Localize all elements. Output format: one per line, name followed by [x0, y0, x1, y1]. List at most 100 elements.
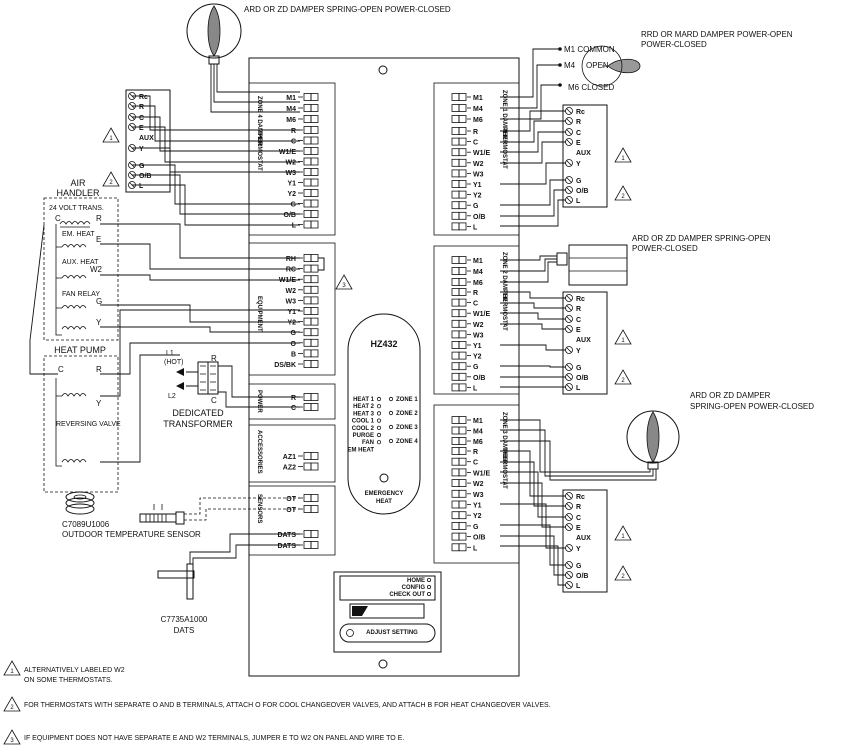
- zone3-tstat-terminal[interactable]: O/B: [451, 532, 485, 542]
- zone4-tstat-terminal[interactable]: W2: [286, 157, 319, 167]
- zone2-tstat-terminal[interactable]: C: [451, 298, 478, 308]
- zone1-tstat-terminal[interactable]: W3: [451, 169, 484, 179]
- zone3-damper-terminal[interactable]: M4: [451, 426, 483, 436]
- transformer-label-1: DEDICATED: [172, 408, 224, 418]
- zone1-damper-terminal[interactable]: M4: [451, 104, 483, 114]
- zone3-tstat-terminal[interactable]: W3: [451, 489, 484, 499]
- home-led: [426, 578, 431, 583]
- zone3-tstat-terminal-label: Y1: [473, 503, 482, 510]
- zone1-tstat-terminal[interactable]: Y1: [451, 180, 482, 190]
- zone2-section: [433, 245, 520, 395]
- zone2-tstat-terminal[interactable]: W2: [451, 319, 484, 329]
- zone2-damper-terminal[interactable]: M4: [451, 267, 483, 277]
- zone3-tstat-terminal[interactable]: Y2: [451, 511, 482, 521]
- equipment-terminal[interactable]: W2: [286, 285, 319, 295]
- zone3-tstat-terminal[interactable]: Y1: [451, 500, 482, 510]
- reversing-valve-coil: [61, 459, 87, 463]
- zone4-damper-label: ARD OR ZD DAMPER SPRING-OPEN POWER-CLOSE…: [244, 5, 451, 14]
- zone1-tstat-terminal[interactable]: W1/E: [451, 148, 490, 158]
- zone1-damper-terminal[interactable]: M6: [451, 115, 483, 125]
- zone1-tstat-terminal[interactable]: L: [451, 222, 478, 232]
- equipment-terminal[interactable]: B: [291, 349, 319, 359]
- zone3-damper-terminal[interactable]: M1: [451, 416, 483, 426]
- zone2-tstat-terminal[interactable]: Y1: [451, 341, 482, 351]
- zone3-tstat-terminal[interactable]: W2: [451, 479, 484, 489]
- zone1-damper-terminal[interactable]: M1: [451, 93, 483, 103]
- checkout-label: CHECK OUT: [389, 592, 425, 598]
- zone3-tstat-terminal[interactable]: C: [451, 457, 478, 467]
- zone4-damper-terminal[interactable]: M6: [286, 115, 319, 125]
- zone2-tstat-terminal[interactable]: W1/E: [451, 309, 490, 319]
- sensor-ot-terminal[interactable]: OT: [286, 494, 319, 504]
- ah-e-label: E: [96, 235, 101, 244]
- zone1-tstat-terminal-label: Y2: [473, 193, 482, 200]
- thermostat-terminal-label: R: [576, 504, 581, 511]
- zone3-tstat-terminal[interactable]: L: [451, 543, 478, 553]
- home-label: HOME: [407, 578, 425, 584]
- emergency-heat-button[interactable]: [379, 473, 389, 483]
- zone4-tstat-terminal[interactable]: L: [292, 220, 319, 230]
- zone1-tstat-terminal[interactable]: R: [451, 127, 478, 137]
- thermostat-terminal-label: R: [576, 119, 581, 126]
- adjust-setting-button[interactable]: [339, 623, 436, 643]
- zone-label: ZONE 2: [396, 411, 418, 417]
- power-terminal[interactable]: C: [291, 403, 319, 413]
- zone3-damper-label-1: ARD OR ZD DAMPER: [690, 391, 771, 400]
- svg-text:2: 2: [621, 378, 625, 384]
- zone4-tstat-terminal[interactable]: W3: [286, 168, 319, 178]
- zone4-tstat-terminal[interactable]: C: [291, 136, 319, 146]
- sensor-ot-terminal[interactable]: OT: [286, 505, 319, 515]
- zone3-tstat-terminal[interactable]: W1/E: [451, 468, 490, 478]
- accessory-terminal[interactable]: AZ1: [283, 452, 319, 462]
- status-led: [376, 432, 382, 438]
- zone1-tstat-terminal[interactable]: W2: [451, 158, 484, 168]
- status-led: [376, 396, 382, 402]
- rrd-label-2: POWER-CLOSED: [641, 40, 707, 49]
- zone3-tstat-terminal[interactable]: G: [451, 522, 479, 531]
- zone1-tstat-terminal[interactable]: Y2: [451, 190, 482, 200]
- zone2-tstat-terminal[interactable]: Y2: [451, 351, 482, 361]
- thermostat-terminal-label: Y: [139, 146, 144, 153]
- equipment-terminal[interactable]: W1/E: [279, 275, 319, 285]
- zone4-tstat-terminal-label: R: [291, 128, 296, 135]
- equipment-terminal[interactable]: W3: [286, 296, 319, 306]
- zone3-tstat-terminal-label: Y2: [473, 513, 482, 520]
- rrd-m4-label: M4: [564, 61, 576, 70]
- zone3-damper-terminal[interactable]: M6: [451, 437, 483, 447]
- zone3-damper-terminal-label: M6: [473, 439, 483, 446]
- equipment-terminal[interactable]: Y1: [287, 307, 319, 317]
- zone2-tstat-terminal[interactable]: L: [451, 383, 478, 393]
- ah-r-label: R: [96, 214, 102, 223]
- zone2-damper-label-2: POWER-CLOSED: [632, 244, 698, 253]
- zone3-tstat-terminal[interactable]: R: [451, 447, 478, 457]
- thermostat-terminal-label: O/B: [576, 573, 588, 580]
- zone1-tstat-terminal[interactable]: C: [451, 137, 478, 147]
- display-window: [349, 603, 425, 619]
- zone2-tstat-terminal[interactable]: G: [451, 362, 479, 372]
- zone4-tstat-terminal[interactable]: Y1: [287, 178, 319, 188]
- zone1-tstat-terminal[interactable]: O/B: [451, 211, 485, 221]
- power-terminal[interactable]: R: [291, 393, 319, 403]
- zone4-tstat-terminal[interactable]: R: [291, 126, 319, 136]
- zone4-damper-terminal[interactable]: M4: [286, 104, 319, 114]
- zone3-thermostat-title: THERMOSTAT: [501, 448, 507, 489]
- thermostat-terminal-label: E: [576, 327, 581, 334]
- status-label: HEAT 2: [353, 404, 375, 410]
- equipment-terminal-label: O: [291, 341, 297, 348]
- zone4-tstat-terminal[interactable]: G: [291, 199, 319, 209]
- zone4-tstat-terminal[interactable]: Y2: [287, 189, 319, 199]
- zone2-tstat-terminal[interactable]: O/B: [451, 372, 485, 382]
- zone4-tstat-terminal-label: Y2: [287, 191, 296, 198]
- zone1-tstat-terminal[interactable]: G: [451, 201, 479, 211]
- accessory-terminal[interactable]: AZ2: [283, 462, 319, 472]
- zone2-tstat-terminal[interactable]: R: [451, 288, 478, 298]
- zone4-damper-terminal[interactable]: M1: [286, 93, 319, 103]
- equipment-terminal-label: DS/BK: [274, 362, 296, 369]
- zone2-damper-terminal[interactable]: M6: [451, 278, 483, 288]
- equipment-terminal[interactable]: DS/BK: [274, 360, 319, 370]
- zone2-damper-terminal[interactable]: M1: [451, 256, 483, 266]
- thermostat-terminal-label: C: [139, 115, 144, 122]
- outdoor-sensor-label: OUTDOOR TEMPERATURE SENSOR: [62, 530, 201, 539]
- zone2-tstat-terminal[interactable]: W3: [451, 330, 484, 340]
